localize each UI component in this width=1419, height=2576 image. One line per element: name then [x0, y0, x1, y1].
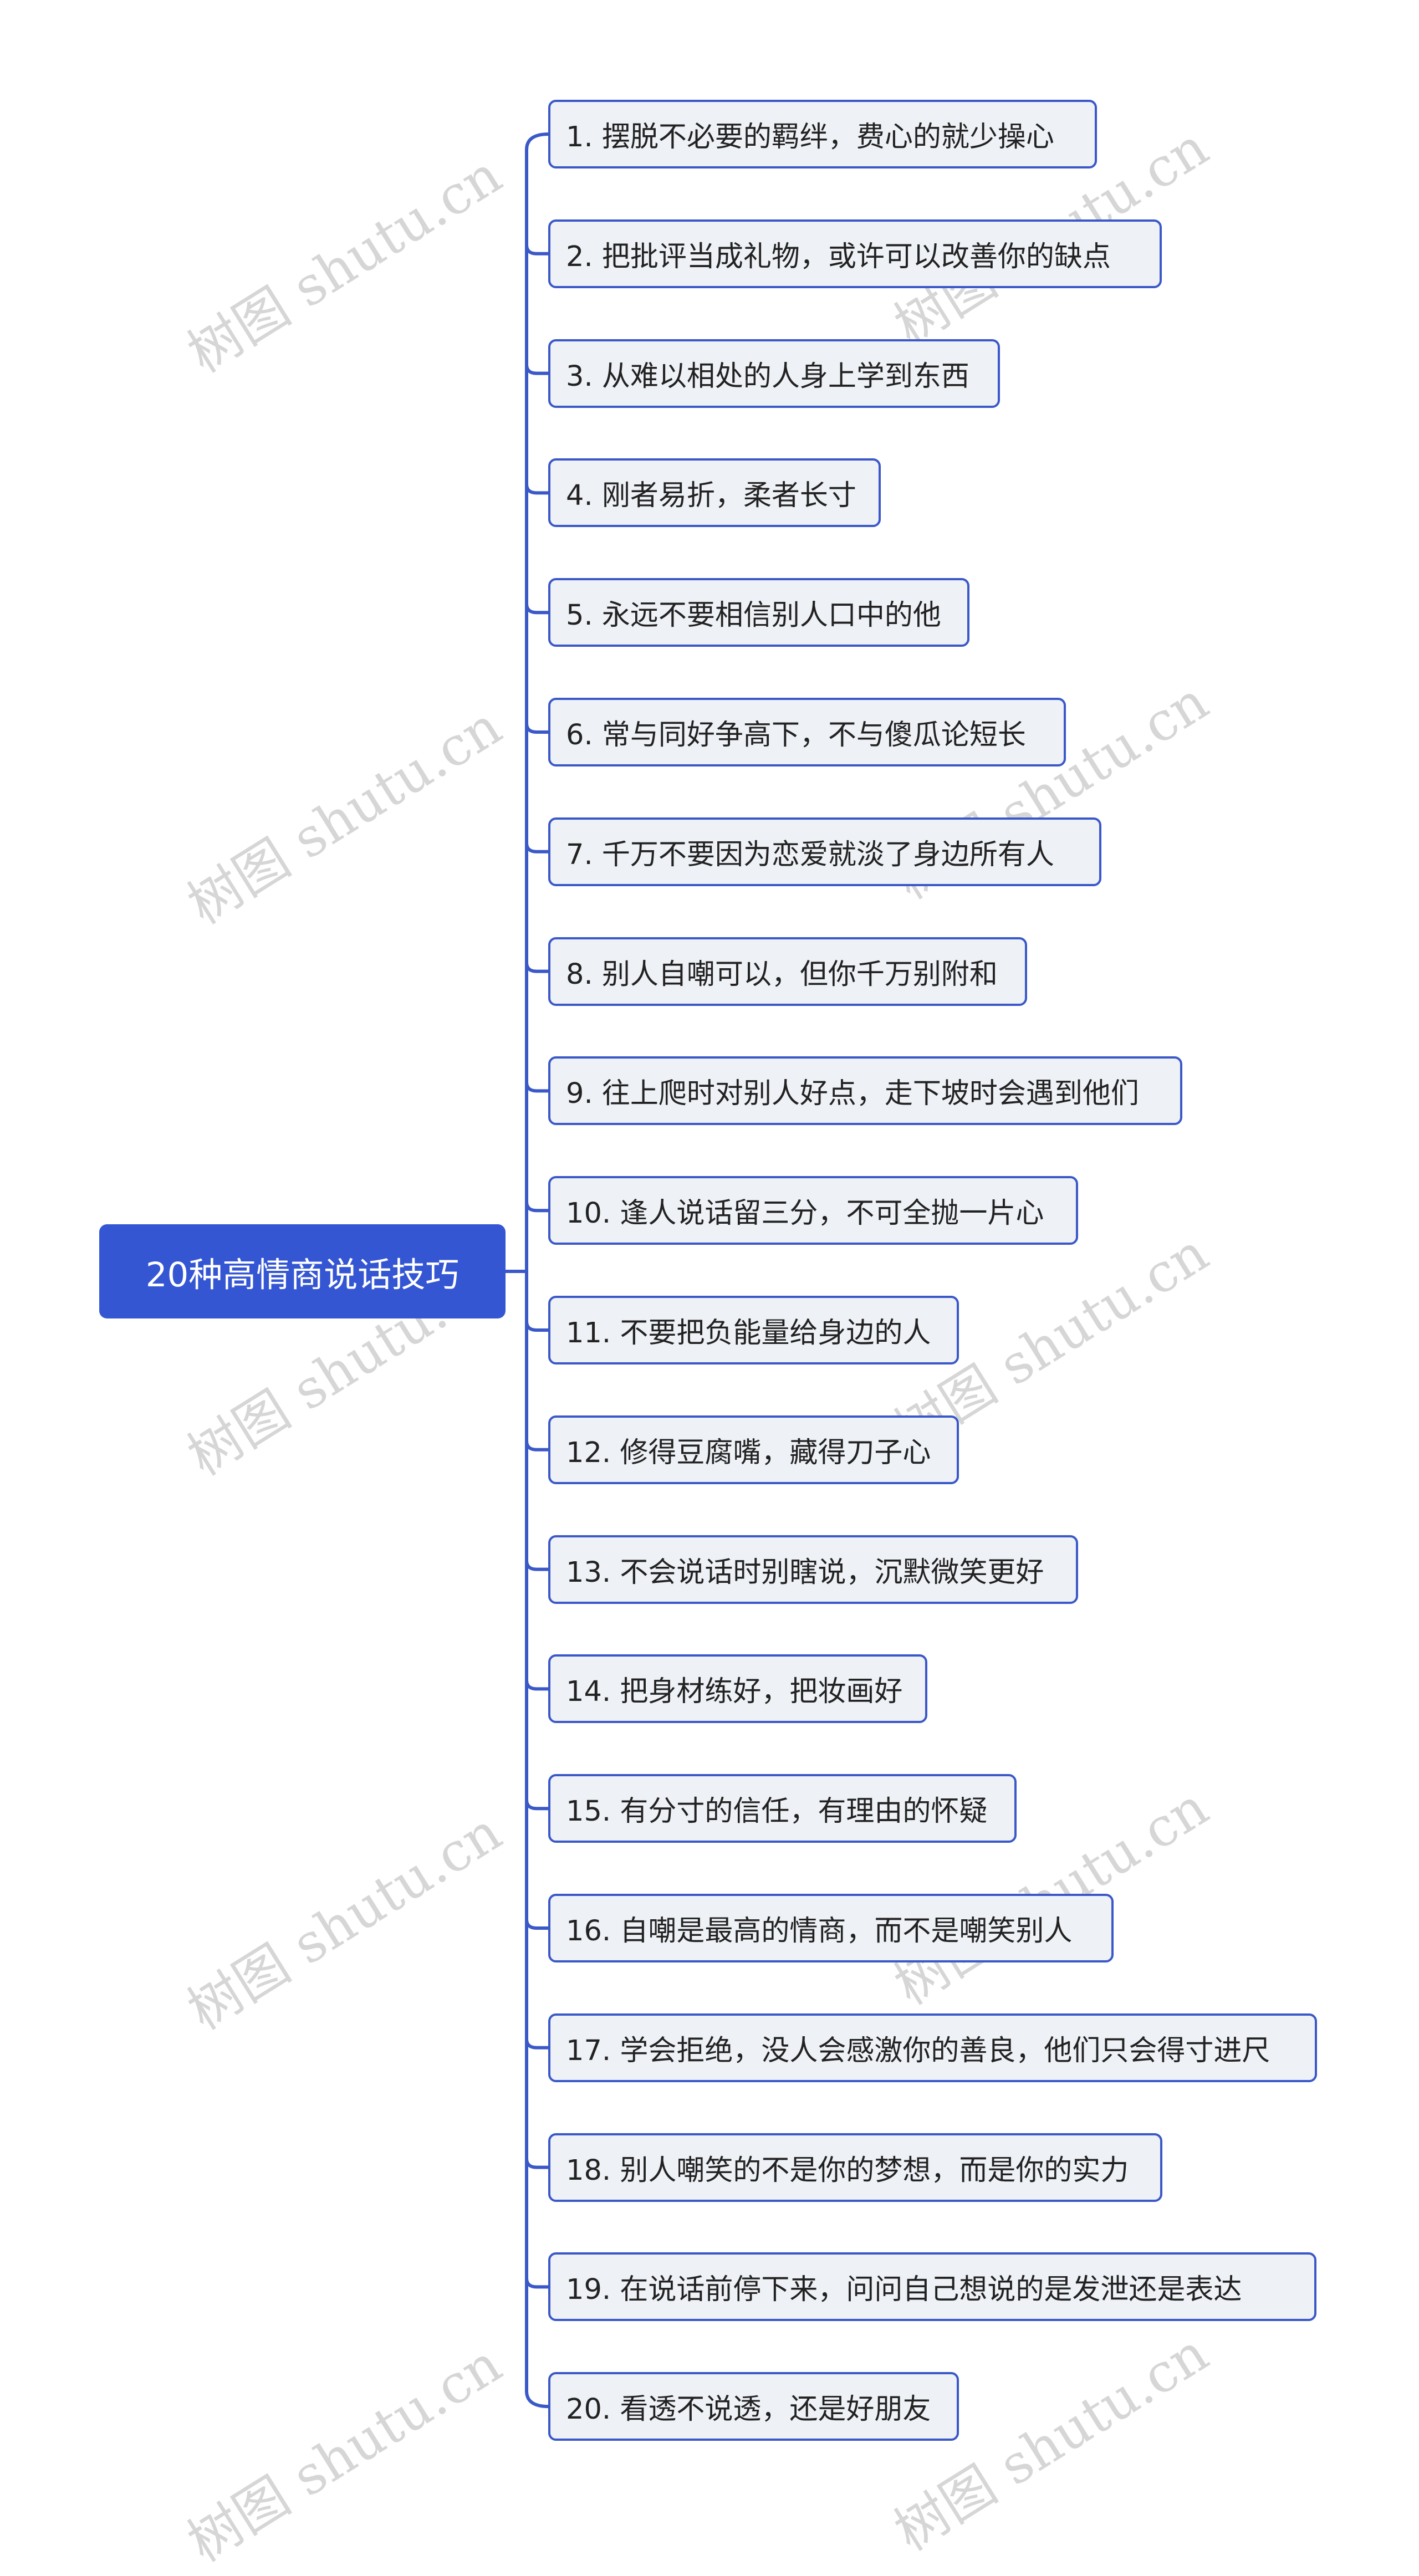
subtopic-node[interactable]: 14. 把身材练好，把妆画好 — [548, 1654, 927, 1723]
subtopic-node[interactable]: 15. 有分寸的信任，有理由的怀疑 — [548, 1774, 1017, 1843]
subtopic-node[interactable]: 11. 不要把负能量给身边的人 — [548, 1296, 959, 1364]
subtopic-node[interactable]: 1. 摆脱不必要的羁绊，费心的就少操心 — [548, 100, 1097, 168]
subtopic-node[interactable]: 7. 千万不要因为恋爱就淡了身边所有人 — [548, 817, 1101, 886]
branch-line — [525, 2276, 550, 2289]
branch-line — [525, 841, 550, 853]
subtopic-node[interactable]: 19. 在说话前停下来，问问自己想说的是发泄还是表达 — [548, 2252, 1316, 2321]
subtopic-node[interactable]: 10. 逢人说话留三分，不可全抛一片心 — [548, 1176, 1078, 1245]
branch-line — [525, 1200, 550, 1213]
branch-line — [525, 1798, 550, 1811]
subtopic-node[interactable]: 4. 刚者易折，柔者长寸 — [548, 458, 881, 527]
subtopic-label: 18. 别人嘲笑的不是你的梦想，而是你的实力 — [566, 2154, 1129, 2187]
subtopic-label: 2. 把批评当成礼物，或许可以改善你的缺点 — [566, 241, 1111, 273]
branch-line — [525, 1080, 550, 1093]
subtopic-label: 3. 从难以相处的人身上学到东西 — [566, 360, 969, 393]
subtopic-label: 11. 不要把负能量给身边的人 — [566, 1317, 931, 1350]
subtopic-node[interactable]: 18. 别人嘲笑的不是你的梦想，而是你的实力 — [548, 2133, 1162, 2202]
subtopic-node[interactable]: 2. 把批评当成礼物，或许可以改善你的缺点 — [548, 219, 1162, 288]
subtopic-label: 20. 看透不说透，还是好朋友 — [566, 2393, 931, 2426]
subtopic-label: 16. 自嘲是最高的情商，而不是嘲笑别人 — [566, 1915, 1073, 1948]
subtopic-label: 14. 把身材练好，把妆画好 — [566, 1675, 903, 1708]
subtopic-label: 12. 修得豆腐嘴，藏得刀子心 — [566, 1437, 931, 1469]
subtopic-node[interactable]: 3. 从难以相处的人身上学到东西 — [548, 339, 1000, 408]
branch-line — [525, 1320, 550, 1332]
root-topic-node[interactable]: 20种高情商说话技巧 — [99, 1224, 506, 1318]
subtopic-label: 9. 往上爬时对别人好点，走下坡时会遇到他们 — [566, 1077, 1139, 1110]
root-topic-label: 20种高情商说话技巧 — [145, 1255, 460, 1295]
branch-line — [525, 362, 550, 375]
trunk-line — [525, 132, 550, 2409]
subtopic-label: 10. 逢人说话留三分，不可全抛一片心 — [566, 1197, 1044, 1230]
subtopic-label: 7. 千万不要因为恋爱就淡了身边所有人 — [566, 839, 1054, 871]
subtopic-label: 1. 摆脱不必要的羁绊，费心的就少操心 — [566, 121, 1054, 154]
subtopic-label: 6. 常与同好争高下，不与傻瓜论短长 — [566, 719, 1026, 752]
branch-line — [525, 243, 550, 255]
subtopic-node[interactable]: 12. 修得豆腐嘴，藏得刀子心 — [548, 1415, 959, 1484]
branch-line — [525, 2156, 550, 2169]
subtopic-node[interactable]: 13. 不会说话时别瞎说，沉默微笑更好 — [548, 1535, 1078, 1604]
subtopic-node[interactable]: 20. 看透不说透，还是好朋友 — [548, 2372, 959, 2441]
branch-line — [525, 602, 550, 615]
branch-line — [525, 482, 550, 495]
subtopic-label: 5. 永远不要相信别人口中的他 — [566, 599, 941, 632]
subtopic-node[interactable]: 16. 自嘲是最高的情商，而不是嘲笑别人 — [548, 1894, 1114, 1962]
subtopic-label: 8. 别人自嘲可以，但你千万别附和 — [566, 958, 998, 991]
subtopic-node[interactable]: 17. 学会拒绝，没人会感激你的善良，他们只会得寸进尺 — [548, 2013, 1317, 2082]
subtopic-node[interactable]: 9. 往上爬时对别人好点，走下坡时会遇到他们 — [548, 1056, 1182, 1125]
subtopic-node[interactable]: 8. 别人自嘲可以，但你千万别附和 — [548, 937, 1027, 1006]
subtopic-label: 15. 有分寸的信任，有理由的怀疑 — [566, 1795, 988, 1828]
branch-line — [525, 1558, 550, 1571]
subtopic-label: 13. 不会说话时别瞎说，沉默微笑更好 — [566, 1556, 1044, 1589]
subtopic-node[interactable]: 5. 永远不要相信别人口中的他 — [548, 578, 969, 647]
subtopic-node[interactable]: 6. 常与同好争高下，不与傻瓜论短长 — [548, 698, 1066, 766]
subtopic-label: 4. 刚者易折，柔者长寸 — [566, 479, 856, 512]
branch-line — [525, 1918, 550, 1930]
branch-line — [525, 960, 550, 973]
subtopic-label: 19. 在说话前停下来，问问自己想说的是发泄还是表达 — [566, 2273, 1242, 2306]
branch-line — [525, 722, 550, 734]
branch-line — [525, 1678, 550, 1691]
branch-line — [525, 1439, 550, 1451]
subtopic-label: 17. 学会拒绝，没人会感激你的善良，他们只会得寸进尺 — [566, 2035, 1270, 2067]
branch-line — [525, 2037, 550, 2049]
